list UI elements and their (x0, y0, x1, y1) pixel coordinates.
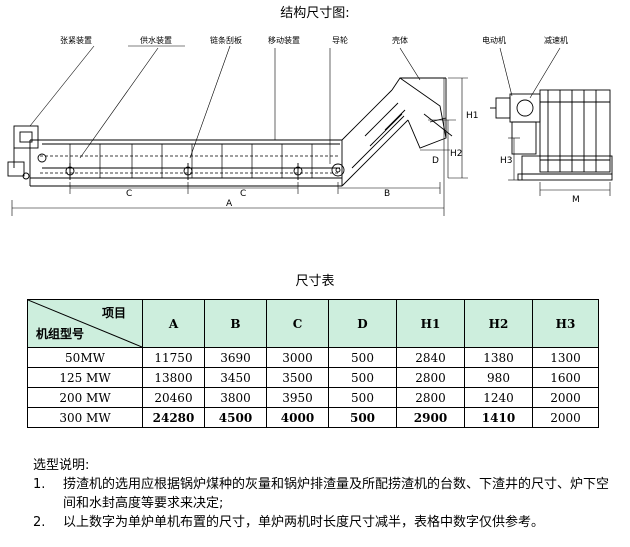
cell-h3: 1600 (532, 367, 599, 388)
cell-d: 500 (328, 407, 397, 428)
cell-h1: 2800 (396, 387, 465, 408)
note-text: 捞渣机的选用应根据锅炉煤种的灰量和锅炉排渣量及所配捞渣机的台数、下渣井的尺寸、炉… (63, 477, 610, 511)
cell-a: 24280 (142, 407, 205, 428)
note-number: 1. (33, 477, 46, 492)
table-title: 尺寸表 (295, 274, 335, 289)
cell-c: 3500 (266, 367, 329, 388)
tension-device (7, 125, 47, 180)
side-view (490, 89, 613, 181)
table-row: 125 MW 13800 3450 3500 500 2800 980 1600 (27, 367, 599, 388)
table-header-row: 项目 机组型号 A B C D H1 H2 H3 (27, 299, 599, 348)
cell-h2: 1240 (464, 387, 533, 408)
col-header-d: D (328, 299, 397, 348)
cell-b: 4500 (204, 407, 267, 428)
table-row: 200 MW 20460 3800 3950 500 2800 1240 200… (27, 387, 599, 408)
dim-label-c1: C (126, 189, 132, 199)
dimension-lines (11, 77, 611, 216)
inclined-section (341, 89, 409, 187)
col-header-h2: H2 (464, 299, 533, 348)
cell-h2: 980 (464, 367, 533, 388)
dim-label-m: M (572, 195, 580, 205)
col-header-h3: H3 (532, 299, 599, 348)
callout-moving-device: 移动装置 (268, 35, 300, 45)
cell-h1: 2840 (396, 347, 465, 368)
cell-a: 13800 (142, 367, 205, 388)
note-item: 1. 捞渣机的选用应根据锅炉煤种的灰量和锅炉排渣量及所配捞渣机的台数、下渣井的尺… (33, 475, 613, 513)
corner-model-label: 机组型号 (36, 327, 85, 341)
notes-title: 选型说明: (33, 458, 90, 473)
callout-guide-wheel: 导轮 (332, 35, 348, 45)
cell-h2: 1380 (464, 347, 533, 368)
cell-c: 3000 (266, 347, 329, 368)
moving-wheels (65, 163, 345, 180)
callout-tension-device: 张紧装置 (60, 35, 92, 45)
dim-label-h2: H2 (450, 149, 463, 159)
note-number: 2. (33, 515, 46, 530)
col-header-b: B (204, 299, 267, 348)
dim-label-h3: H3 (500, 156, 513, 166)
dim-label-b: B (384, 189, 390, 199)
selection-notes: 选型说明: 1. 捞渣机的选用应根据锅炉煤种的灰量和锅炉排渣量及所配捞渣机的台数… (33, 456, 613, 532)
cell-b: 3450 (204, 367, 267, 388)
cell-h1: 2900 (396, 407, 465, 428)
row-model: 50MW (27, 347, 143, 368)
dim-label-h1: H1 (466, 111, 479, 121)
row-model: 125 MW (27, 367, 143, 388)
callout-housing: 壳体 (392, 35, 408, 45)
dim-label-a: A (226, 199, 233, 209)
cell-h2: 1410 (464, 407, 533, 428)
cell-a: 20460 (142, 387, 205, 408)
note-text: 以上数字为单炉单机布置的尺寸，单炉两机时长度尺寸减半，表格中数字仅供参考。 (63, 515, 545, 530)
cell-h3: 1300 (532, 347, 599, 368)
col-header-h1: H1 (396, 299, 465, 348)
callout-chain-scraper: 链条刮板 (210, 35, 242, 45)
structure-diagram: 张紧装置 供水装置 链条刮板 移动装置 导轮 壳体 电动机 减速机 A C C … (7, 35, 613, 216)
cell-c: 3950 (266, 387, 329, 408)
diagram-title: 结构尺寸图: (280, 6, 350, 21)
cell-d: 500 (328, 347, 397, 368)
cell-d: 500 (328, 387, 397, 408)
note-item: 2. 以上数字为单炉单机布置的尺寸，单炉两机时长度尺寸减半，表格中数字仅供参考。 (33, 513, 613, 532)
col-header-a: A (142, 299, 205, 348)
row-model: 200 MW (27, 387, 143, 408)
cell-h1: 2800 (396, 367, 465, 388)
callout-leaders (29, 45, 561, 164)
cell-a: 11750 (142, 347, 205, 368)
table-row: 300 MW 24280 4500 4000 500 2900 1410 200… (27, 407, 599, 428)
callout-water-supply: 供水装置 (140, 35, 172, 45)
cell-h3: 2000 (532, 407, 599, 428)
dim-label-d: D (432, 156, 439, 166)
cell-d: 500 (328, 367, 397, 388)
dim-label-c2: C (240, 189, 246, 199)
cell-h3: 2000 (532, 387, 599, 408)
callout-motor: 电动机 (482, 35, 506, 45)
cell-b: 3800 (204, 387, 267, 408)
dimension-table: 项目 机组型号 A B C D H1 H2 H3 50MW 11750 3690… (27, 299, 599, 428)
corner-item-label: 项目 (101, 306, 126, 320)
table-row: 50MW 11750 3690 3000 500 2840 1380 1300 (27, 347, 599, 368)
callout-reducer: 减速机 (544, 35, 568, 45)
trough-body (29, 139, 343, 187)
row-model: 300 MW (27, 407, 143, 428)
header-corner-cell: 项目 机组型号 (27, 299, 143, 348)
col-header-c: C (266, 299, 329, 348)
cell-b: 3690 (204, 347, 267, 368)
cell-c: 4000 (266, 407, 329, 428)
head-housing (391, 77, 453, 149)
scraper-chain (40, 155, 340, 174)
